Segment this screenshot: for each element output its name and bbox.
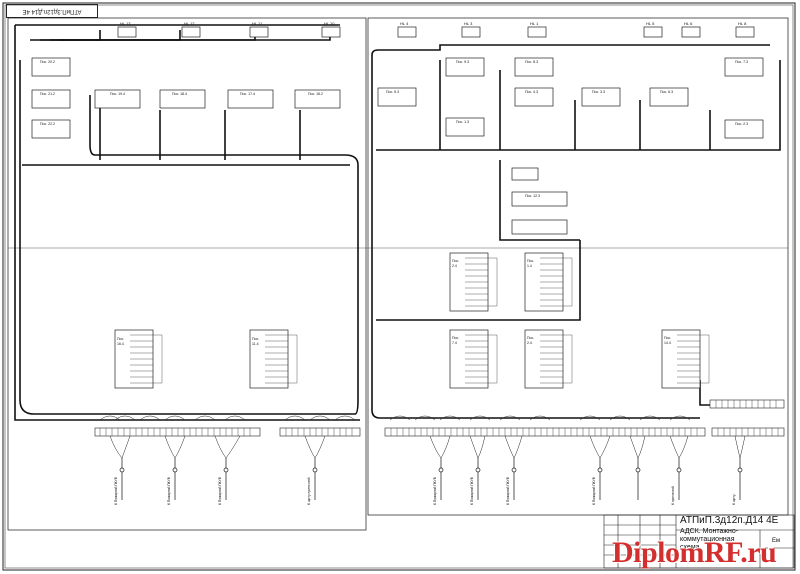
svg-text:Пос. 8.3: Пос. 8.3 bbox=[525, 60, 538, 64]
svg-text:К Пожарной ПКУВ: К Пожарной ПКУВ bbox=[114, 476, 118, 505]
svg-text:К Пожарной ПКУВ: К Пожарной ПКУВ bbox=[592, 476, 596, 505]
svg-text:К Пожарной ПКУВ: К Пожарной ПКУВ bbox=[433, 476, 437, 505]
watermark-logo: DiplomRF.ru bbox=[612, 536, 777, 569]
drawing-subtitle: АДСК. Монтажно-коммутационная схема bbox=[680, 528, 739, 551]
svg-text:7.4: 7.4 bbox=[452, 341, 457, 345]
right-fan-wires bbox=[389, 415, 746, 459]
svg-text:HL 6: HL 6 bbox=[684, 21, 693, 26]
right-post-blocks bbox=[377, 57, 764, 235]
svg-text:К Пожарной ПКУВ: К Пожарной ПКУВ bbox=[167, 476, 171, 505]
right-post-labels: Пос. 9.3 Пос. 8.3 Пос. 7.3 Пос. 5.3 Пос.… bbox=[386, 60, 748, 198]
svg-text:Пос. 3.3: Пос. 3.3 bbox=[592, 90, 605, 94]
svg-text:Пос.: Пос. bbox=[664, 336, 671, 340]
right-hl-labels: HL 4 HL 3 HL 1 HL 5 HL 6 HL 8 bbox=[400, 21, 747, 26]
svg-text:Пос.: Пос. bbox=[252, 337, 259, 341]
svg-text:HL 8: HL 8 bbox=[738, 21, 747, 26]
svg-text:Пос. 2.3: Пос. 2.3 bbox=[735, 122, 748, 126]
left-terminal-strips bbox=[94, 427, 361, 437]
svg-text:HL 1: HL 1 bbox=[530, 21, 539, 26]
right-strip-ticks bbox=[390, 400, 779, 436]
left-panel-frame bbox=[7, 17, 367, 531]
right-panel-frame bbox=[367, 17, 789, 516]
sheet-label: Ем bbox=[772, 538, 781, 544]
svg-text:Пос. 4.3: Пос. 4.3 bbox=[525, 90, 538, 94]
right-hl-blocks bbox=[397, 26, 755, 38]
inner-frame bbox=[4, 4, 794, 569]
drawing-code: АТПиП.3д12п.Д14 4Е bbox=[680, 515, 779, 526]
svg-text:16.4: 16.4 bbox=[117, 342, 124, 346]
left-post-blocks bbox=[31, 57, 341, 139]
svg-text:Пос. 20.2: Пос. 20.2 bbox=[40, 60, 55, 64]
svg-text:2.4: 2.4 bbox=[527, 341, 532, 345]
left-terminal-labels: Пос.16.4 Пос.11.4 bbox=[117, 337, 259, 346]
svg-text:Пос. 7.3: Пос. 7.3 bbox=[735, 60, 748, 64]
svg-text:Пос.: Пос. bbox=[452, 336, 459, 340]
svg-text:К Пожарной ПКУВ: К Пожарной ПКУВ bbox=[470, 476, 474, 505]
svg-text:Пос.: Пос. bbox=[117, 337, 124, 341]
right-cable-drops bbox=[438, 458, 743, 500]
hl-12-label: HL 12 bbox=[184, 21, 195, 26]
title-block bbox=[603, 514, 795, 569]
right-cable-loops bbox=[371, 44, 781, 419]
rotated-stamp: АТПиП.3д12п.Д14 4Е bbox=[6, 4, 98, 18]
left-cable-drops bbox=[119, 458, 318, 500]
svg-text:К приточной: К приточной bbox=[671, 486, 675, 505]
svg-text:Пос.: Пос. bbox=[452, 259, 459, 263]
hl-11-label: HL 11 bbox=[252, 21, 263, 26]
svg-text:К щиту: К щиту bbox=[732, 494, 736, 505]
svg-text:Пос. 17.4: Пос. 17.4 bbox=[240, 92, 255, 96]
left-cable-labels: К Пожарной ПКУВ К Пожарной ПКУВ К Пожарн… bbox=[114, 476, 311, 505]
svg-text:Пос. 21.2: Пос. 21.2 bbox=[40, 92, 55, 96]
left-hl-blocks bbox=[117, 26, 341, 38]
svg-text:К Пожарной ПКУВ: К Пожарной ПКУВ bbox=[218, 476, 222, 505]
right-terminal-labels: Пос.2.4 Пос.1.4 Пос.7.4 Пос.2.4 Пос.14.4 bbox=[452, 259, 671, 345]
svg-text:11.4: 11.4 bbox=[252, 342, 259, 346]
svg-text:Пос. 1.3: Пос. 1.3 bbox=[456, 120, 469, 124]
svg-text:Пос. 19.4: Пос. 19.4 bbox=[110, 92, 125, 96]
svg-text:Пос. 12.3: Пос. 12.3 bbox=[525, 194, 540, 198]
svg-text:14.4: 14.4 bbox=[664, 341, 671, 345]
svg-text:Пос. 6.3: Пос. 6.3 bbox=[660, 90, 673, 94]
hl-10-label: HL 10 bbox=[324, 21, 335, 26]
svg-text:HL 3: HL 3 bbox=[464, 21, 473, 26]
svg-text:1.4: 1.4 bbox=[527, 264, 532, 268]
svg-text:Пос.: Пос. bbox=[527, 259, 534, 263]
left-fan-wires bbox=[99, 415, 356, 459]
svg-text:Пос. 16.2: Пос. 16.2 bbox=[308, 92, 323, 96]
svg-text:HL 4: HL 4 bbox=[400, 21, 409, 26]
right-cable-labels: К Пожарной ПКУВ К Пожарной ПКУВ К Пожарн… bbox=[433, 476, 736, 505]
left-cable-loops bbox=[14, 24, 360, 421]
svg-text:HL 5: HL 5 bbox=[646, 21, 655, 26]
svg-text:Пос. 5.3: Пос. 5.3 bbox=[386, 90, 399, 94]
svg-text:Пос.: Пос. bbox=[527, 336, 534, 340]
svg-text:Пос. 22.2: Пос. 22.2 bbox=[40, 122, 55, 126]
svg-text:2.4: 2.4 bbox=[452, 264, 457, 268]
svg-text:К щиту приточной: К щиту приточной bbox=[307, 477, 311, 505]
svg-text:К Пожарной ПКУВ: К Пожарной ПКУВ bbox=[506, 476, 510, 505]
left-hl-labels: HL 13 HL 12 HL 11 HL 10 bbox=[120, 21, 335, 26]
left-strip-ticks bbox=[99, 428, 353, 436]
hl-13-label: HL 13 bbox=[120, 21, 131, 26]
svg-text:Пос. 18.4: Пос. 18.4 bbox=[172, 92, 187, 96]
left-post-labels: Пос. 20.2 Пос. 21.2 Пос. 19.4 Пос. 18.4 … bbox=[40, 60, 323, 126]
left-terminal-rows bbox=[130, 334, 298, 384]
svg-text:Пос. 9.3: Пос. 9.3 bbox=[456, 60, 469, 64]
right-terminal-rows bbox=[465, 257, 710, 384]
